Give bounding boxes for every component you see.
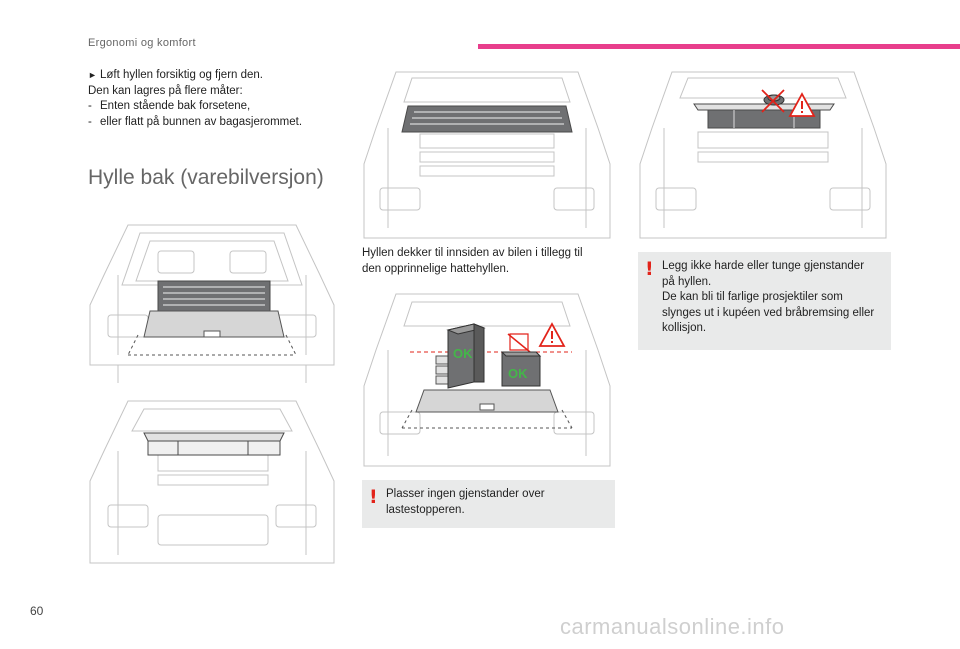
figure-load-ok: OK OK (362, 290, 612, 468)
warning-line-1: Legg ikke harde eller tunge gjenstander (662, 260, 865, 272)
section-title: Ergonomi og komfort (88, 37, 196, 49)
page-number: 60 (30, 604, 44, 618)
instruction-line-1: Løft hyllen forsiktig og fjern den. (100, 69, 263, 81)
section-accent-bar (478, 44, 960, 49)
storage-option-1: Enten stående bak forsetene, (100, 100, 251, 112)
dash-bullet: - (88, 115, 92, 128)
warning-line-4: slynges ut i kupéen ved bråbremsing elle… (662, 306, 875, 319)
description-text: Hyllen dekker til innsiden av bilen i ti… (362, 246, 612, 277)
warning-box-heavy-objects: ! Legg ikke harde eller tunge gjenstande… (638, 252, 891, 350)
warning-box-load-stopper: ! Plasser ingen gjenstander over lastest… (362, 480, 615, 528)
description-line-2: den opprinnelige hattehyllen. (362, 262, 510, 275)
page-heading: Hylle bak (varebilversjon) (88, 166, 324, 189)
instruction-line-2: Den kan lagres på flere måter: (88, 84, 243, 97)
ok-label-2: OK (508, 366, 528, 381)
figure-shelf-installed (362, 68, 612, 240)
storage-option-2: eller flatt på bunnen av bagasjerommet. (100, 115, 303, 128)
warning-line-5: kollisjon. (662, 322, 707, 334)
warning-exclamation-icon: ! (369, 486, 378, 508)
arrow-bullet-icon: ► (88, 70, 97, 80)
watermark: carmanualsonline.info (560, 614, 785, 639)
instruction-text: ►Løft hyllen forsiktig og fjern den. Den… (88, 68, 348, 130)
ok-label-1: OK (453, 346, 473, 361)
figure-shelf-flat (88, 395, 336, 567)
figure-shelf-standing (88, 215, 336, 387)
warning-line-1: Plasser ingen gjenstander over (386, 488, 545, 500)
figure-no-heavy-objects (638, 68, 888, 240)
dash-bullet: - (88, 100, 92, 112)
warning-line-2: lastestopperen. (386, 503, 465, 516)
warning-exclamation-icon: ! (645, 258, 654, 280)
warning-line-3: De kan bli til farlige prosjektiler som (662, 291, 843, 303)
description-line-1: Hyllen dekker til innsiden av bilen i ti… (362, 247, 583, 259)
warning-line-2: på hyllen. (662, 275, 712, 288)
